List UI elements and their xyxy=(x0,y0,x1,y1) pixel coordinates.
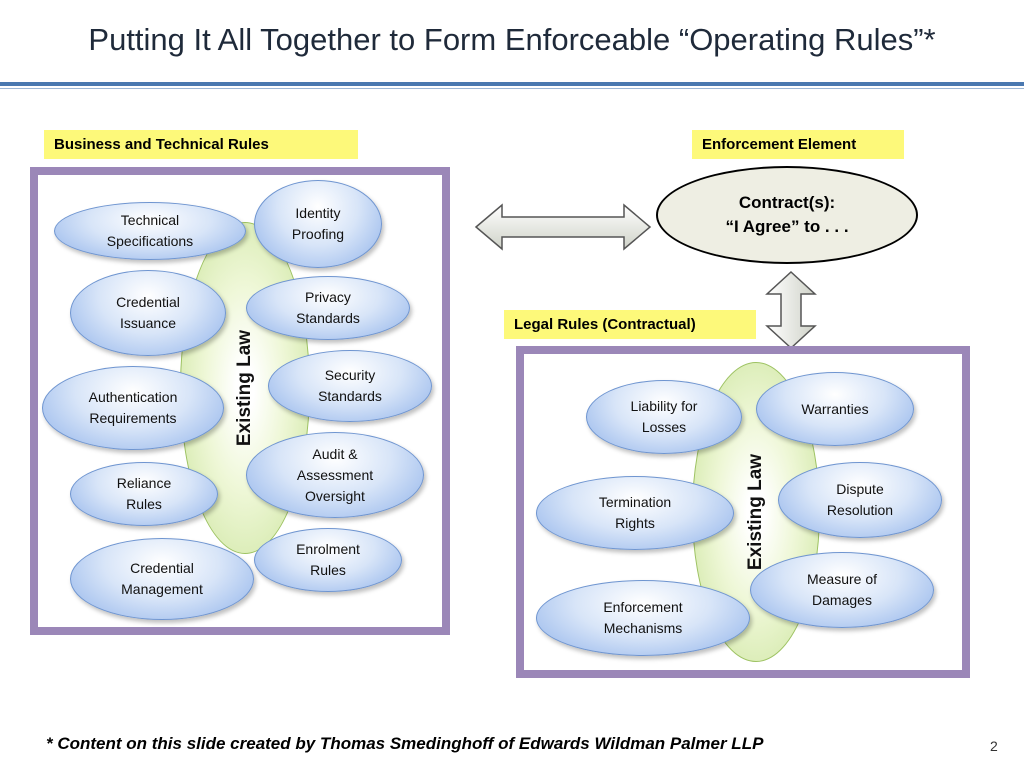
title-divider xyxy=(0,82,1024,86)
business-technical-rules-label: Business and Technical Rules xyxy=(44,130,358,159)
legal-rules-label: Legal Rules (Contractual) xyxy=(504,310,756,339)
oval-enforcement-mechanisms: Enforcement Mechanisms xyxy=(536,580,750,656)
existing-law-left-label: Existing Law xyxy=(233,329,255,447)
oval-enrolment-rules: Enrolment Rules xyxy=(254,528,402,592)
oval-security-standards: Security Standards xyxy=(268,350,432,422)
oval-liability-for-losses: Liability for Losses xyxy=(586,380,742,454)
oval-reliance-rules: Reliance Rules xyxy=(70,462,218,526)
enforcement-element-label: Enforcement Element xyxy=(692,130,904,159)
existing-law-right-label: Existing Law xyxy=(744,453,766,571)
oval-warranties: Warranties xyxy=(756,372,914,446)
oval-dispute-resolution: Dispute Resolution xyxy=(778,462,942,538)
oval-privacy-standards: Privacy Standards xyxy=(246,276,410,340)
footnote: * Content on this slide created by Thoma… xyxy=(46,734,764,753)
oval-identity-proofing: Identity Proofing xyxy=(254,180,382,268)
oval-measure-of-damages: Measure of Damages xyxy=(750,552,934,628)
page-number: 2 xyxy=(990,738,998,754)
oval-credential-issuance: Credential Issuance xyxy=(70,270,226,356)
double-arrow-vertical-icon xyxy=(765,270,817,350)
contract-ellipse: Contract(s): “I Agree” to . . . xyxy=(656,166,918,264)
title-divider-thin xyxy=(0,88,1024,89)
oval-termination-rights: Termination Rights xyxy=(536,476,734,550)
slide-title: Putting It All Together to Form Enforcea… xyxy=(88,22,936,57)
oval-authentication-requirements: Authentication Requirements xyxy=(42,366,224,450)
oval-credential-management: Credential Management xyxy=(70,538,254,620)
double-arrow-horizontal-icon xyxy=(474,203,652,251)
oval-technical-specifications: Technical Specifications xyxy=(54,202,246,260)
oval-audit-assessment-oversight: Audit & Assessment Oversight xyxy=(246,432,424,518)
